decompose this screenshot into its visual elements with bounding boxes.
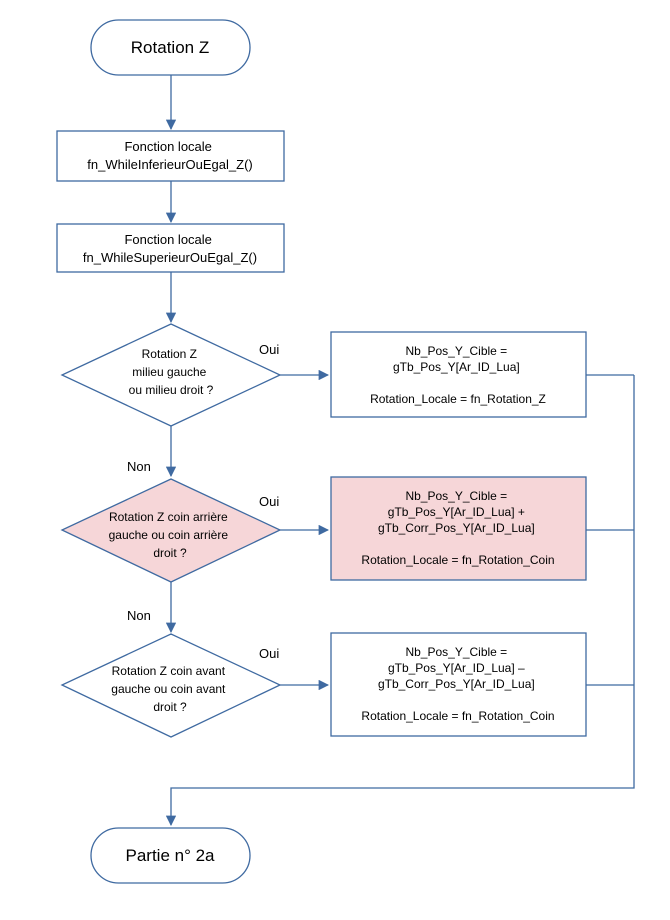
process-box-1 <box>56 130 285 182</box>
connectors <box>165 75 635 827</box>
no-label-2: Non <box>127 608 151 623</box>
decision-1 <box>60 323 282 427</box>
start-terminator <box>90 19 251 76</box>
action-box-1 <box>330 331 587 418</box>
decision-1-text: Rotation Z milieu gauche ou milieu droit… <box>129 347 214 397</box>
action-box-3-text: Nb_Pos_Y_Cible = gTb_Pos_Y[Ar_ID_Lua] – … <box>361 645 554 723</box>
action-box-1-text: Nb_Pos_Y_Cible = gTb_Pos_Y[Ar_ID_Lua] Ro… <box>370 344 546 406</box>
action-box-2-text: Nb_Pos_Y_Cible = gTb_Pos_Y[Ar_ID_Lua] + … <box>361 489 554 567</box>
process-box-1-text: Fonction locale fn_WhileInferieurOuEgal_… <box>87 139 252 172</box>
process-box-2-text: Fonction locale fn_WhileSuperieurOuEgal_… <box>83 232 257 265</box>
start-label: Rotation Z <box>131 38 209 57</box>
decision-2 <box>60 478 282 583</box>
yes-label-2: Oui <box>259 494 279 509</box>
process-box-2 <box>56 223 285 273</box>
no-label-1: Non <box>127 459 151 474</box>
yes-label-3: Oui <box>259 646 279 661</box>
end-label: Partie n° 2a <box>125 846 215 865</box>
arrow-merge-to-end <box>165 375 635 827</box>
decision-3-text: Rotation Z coin avant gauche ou coin ava… <box>111 664 228 714</box>
end-terminator <box>90 827 251 884</box>
decision-2-text: Rotation Z coin arrière gauche ou coin a… <box>109 510 232 560</box>
action-box-2 <box>330 476 587 581</box>
yes-label-1: Oui <box>259 342 279 357</box>
action-box-3 <box>330 632 587 737</box>
decision-3 <box>60 633 282 738</box>
